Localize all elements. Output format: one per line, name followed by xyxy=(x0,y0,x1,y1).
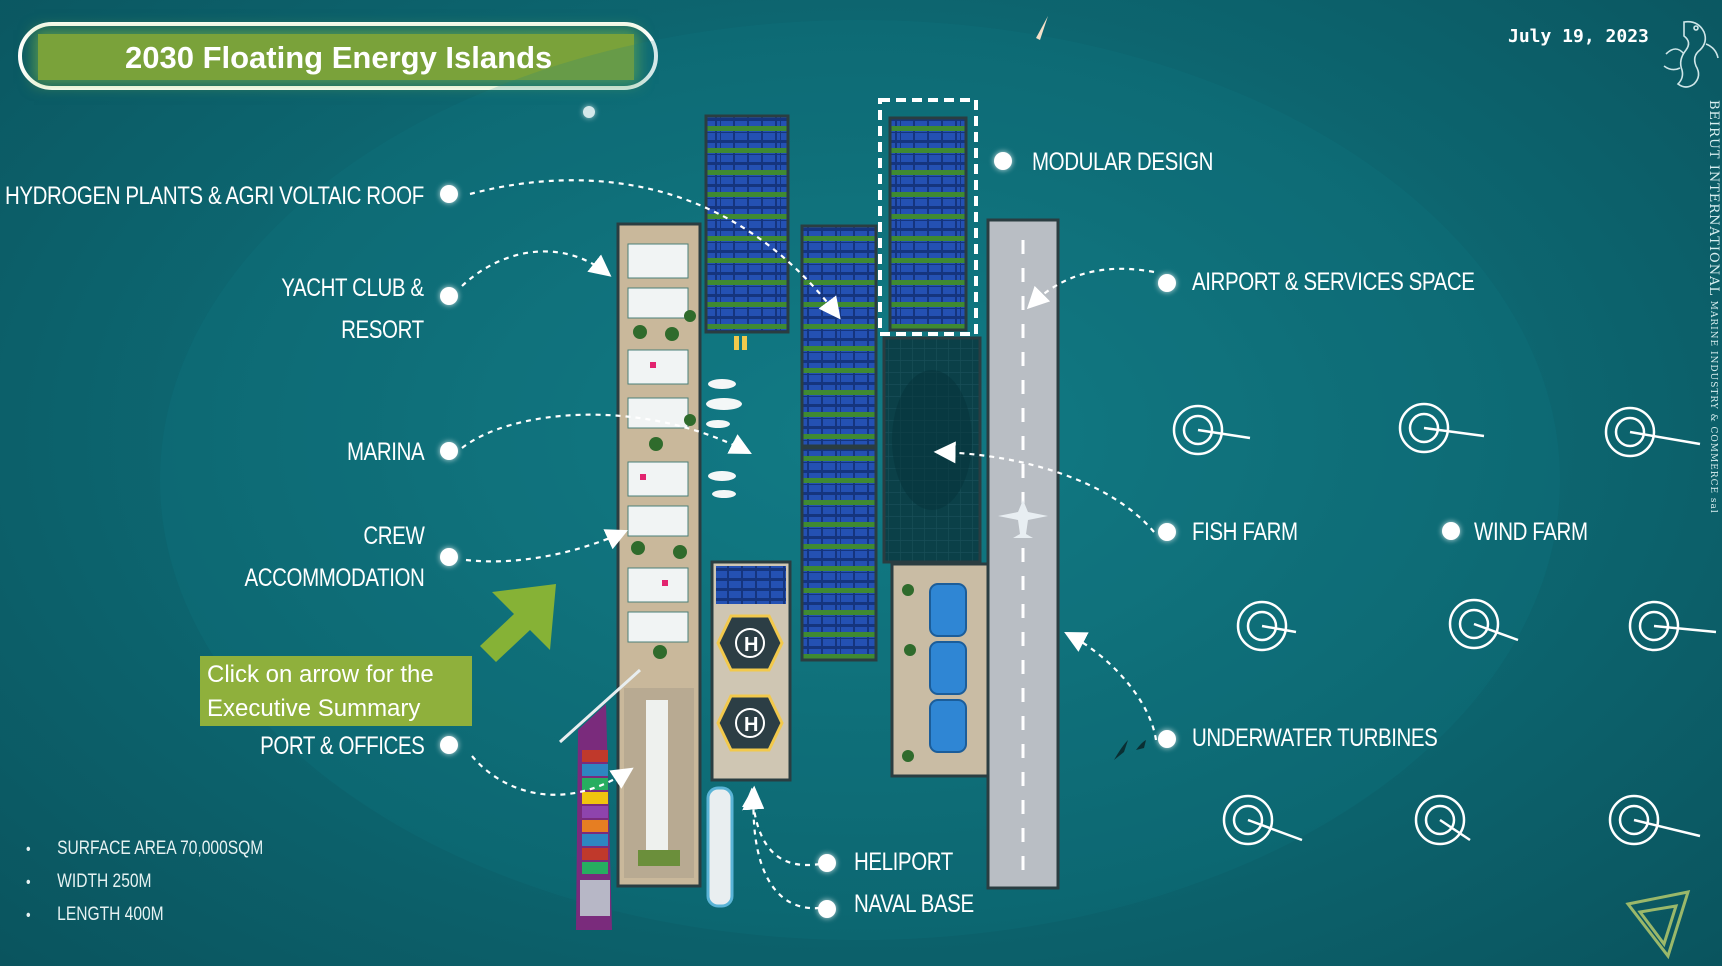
airport-dot[interactable] xyxy=(1158,274,1176,292)
svg-text:H: H xyxy=(744,714,758,736)
stat-length: LENGTH 400M xyxy=(57,904,164,925)
label-hydrogen: HYDROGEN PLANTS & AGRI VOLTAIC ROOF xyxy=(5,182,424,210)
wind-turbines xyxy=(1172,402,1717,846)
svg-text:H: H xyxy=(744,634,758,656)
brand-line-1: BEIRUT INTERNATIONAL xyxy=(1706,100,1721,297)
seahorse-logo-icon xyxy=(1663,20,1719,88)
resort-pontoon xyxy=(616,222,702,888)
fish-dot[interactable] xyxy=(1158,523,1176,541)
helipad-icon: H H xyxy=(710,560,792,782)
stats-list: •SURFACE AREA 70,000SQM •WIDTH 250M •LEN… xyxy=(26,832,315,931)
executive-summary-callout: Click on arrow for the Executive Summary xyxy=(200,656,472,726)
yacht-dot[interactable] xyxy=(440,287,458,305)
modular-module xyxy=(888,116,968,332)
label-airport: AIRPORT & SERVICES SPACE xyxy=(1192,268,1475,296)
hydrogen-dot[interactable] xyxy=(440,185,458,203)
naval-dot[interactable] xyxy=(818,900,836,918)
label-modular: MODULAR DESIGN xyxy=(1032,148,1214,176)
title-banner xyxy=(38,34,634,80)
label-naval: NAVAL BASE xyxy=(854,890,974,918)
stat-width: WIDTH 250M xyxy=(57,871,152,892)
arrow-up-right-icon[interactable] xyxy=(478,578,562,664)
label-heliport: HELIPORT xyxy=(854,848,953,876)
crew-dot[interactable] xyxy=(440,548,458,566)
heliport-dot[interactable] xyxy=(818,854,836,872)
stat-item: •WIDTH 250M xyxy=(26,871,152,892)
stat-item: •SURFACE AREA 70,000SQM xyxy=(26,838,264,859)
port-dot[interactable] xyxy=(440,736,458,754)
runway xyxy=(986,218,1060,890)
label-wind: WIND FARM xyxy=(1474,518,1588,546)
leaf-logo-icon xyxy=(1625,890,1691,960)
label-yacht-line2: RESORT xyxy=(341,316,424,344)
stat-surface: SURFACE AREA 70,000SQM xyxy=(57,838,264,859)
slide-date: July 19, 2023 xyxy=(1508,26,1649,47)
solar-module xyxy=(704,114,790,334)
container-ship xyxy=(558,668,642,930)
label-fish: FISH FARM xyxy=(1192,518,1298,546)
brand-line-2: MARINE INDUSTRY & COMMERCE sal xyxy=(1708,300,1718,514)
label-marina: MARINA xyxy=(346,438,425,466)
title-frame xyxy=(18,22,658,90)
page-title: 2030 Floating Energy Islands xyxy=(125,40,553,75)
label-crew-line1: CREW xyxy=(362,522,424,550)
label-turbines: UNDERWATER TURBINES xyxy=(1192,724,1438,752)
turbines-dot[interactable] xyxy=(1158,730,1176,748)
stat-item: •LENGTH 400M xyxy=(26,904,164,925)
label-port: PORT & OFFICES xyxy=(259,732,425,760)
naval-vessel xyxy=(706,786,734,908)
label-crew-line2: ACCOMMODATION xyxy=(244,564,424,592)
modular-dot[interactable] xyxy=(994,152,1012,170)
label-yacht-line1: YACHT CLUB & xyxy=(281,274,425,302)
decor-dot xyxy=(583,106,595,118)
brand-name: BEIRUT INTERNATIONAL MARINE INDUSTRY & C… xyxy=(1690,100,1721,514)
marina-dot[interactable] xyxy=(440,442,458,460)
wind-dot[interactable] xyxy=(1442,522,1460,540)
